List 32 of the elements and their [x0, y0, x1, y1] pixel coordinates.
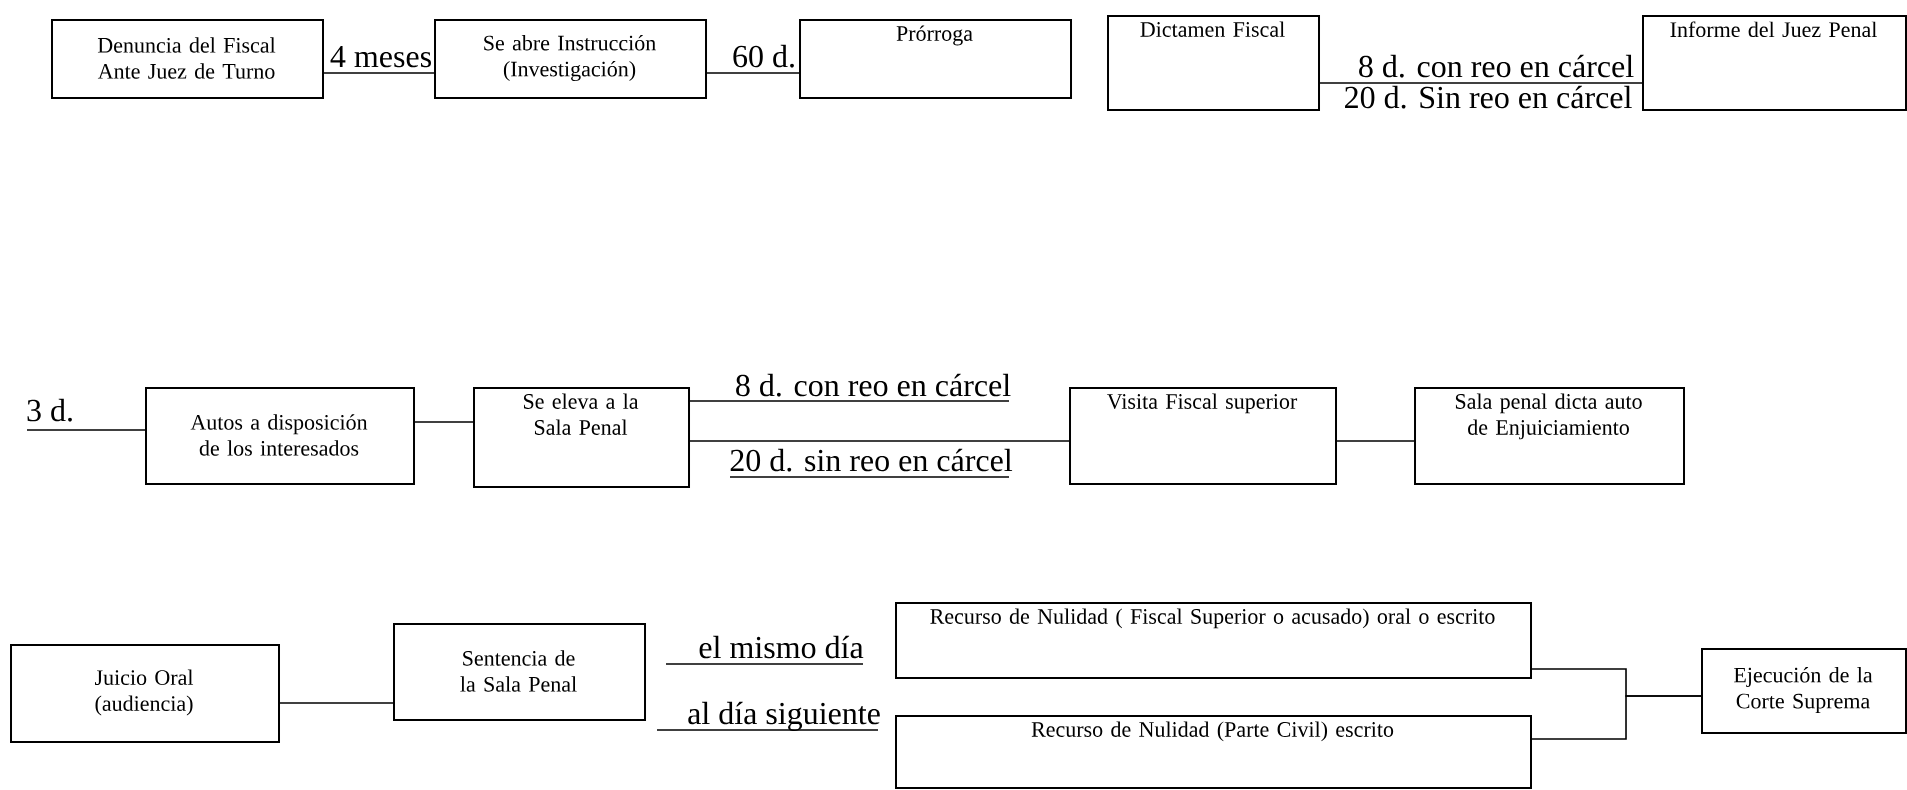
- edge-label: 8 d. con reo en cárcel: [1359, 54, 1634, 78]
- connector-line: [323, 72, 435, 74]
- connector-line: [26, 429, 146, 431]
- edge-label: 4 meses: [330, 45, 431, 68]
- connector-line: [1531, 695, 1702, 740]
- underlined-label: el mismo día: [665, 635, 864, 665]
- edge-label: 60 d.: [733, 44, 794, 68]
- process-box: Autos a disposición de los interesados: [145, 387, 415, 485]
- connector-line: [414, 421, 474, 423]
- process-box: Dictamen Fiscal: [1107, 15, 1320, 111]
- process-box: Recurso de Nulidad (Parte Civil) escrito: [895, 715, 1532, 789]
- process-box: Juicio Oral (audiencia): [10, 644, 280, 743]
- underlined-label: 8 d. con reo en cárcel: [687, 373, 1011, 402]
- process-box: Se abre Instrucción (Investigación): [434, 19, 707, 99]
- underlined-label: al día siguiente: [656, 701, 880, 731]
- process-box: Sentencia de la Sala Penal: [393, 623, 646, 721]
- connector-line: [689, 440, 1070, 442]
- connector-line: [1319, 82, 1643, 84]
- connector-line: [279, 702, 394, 704]
- process-box: Denuncia del Fiscal Ante Juez de Turno: [51, 19, 324, 99]
- process-box: Prórroga: [799, 19, 1072, 99]
- edge-label: 3 d.: [27, 398, 72, 422]
- connector-line: [706, 72, 800, 74]
- process-box: Informe del Juez Penal: [1642, 15, 1907, 111]
- duration-label: 20 d. Sin reo en cárcel: [1345, 85, 1632, 109]
- process-box: Recurso de Nulidad ( Fiscal Superior o acusado) oral o escrito: [895, 602, 1532, 679]
- process-box: Visita Fiscal superior: [1069, 387, 1337, 485]
- connector-line: [1336, 440, 1415, 442]
- process-box: Ejecución de la Corte Suprema: [1701, 648, 1907, 734]
- process-box: Sala penal dicta auto de Enjuiciamiento: [1414, 387, 1685, 485]
- underlined-label: 20 d. sin reo en cárcel: [729, 448, 1013, 478]
- process-box: Se eleva a la Sala Penal: [473, 387, 690, 488]
